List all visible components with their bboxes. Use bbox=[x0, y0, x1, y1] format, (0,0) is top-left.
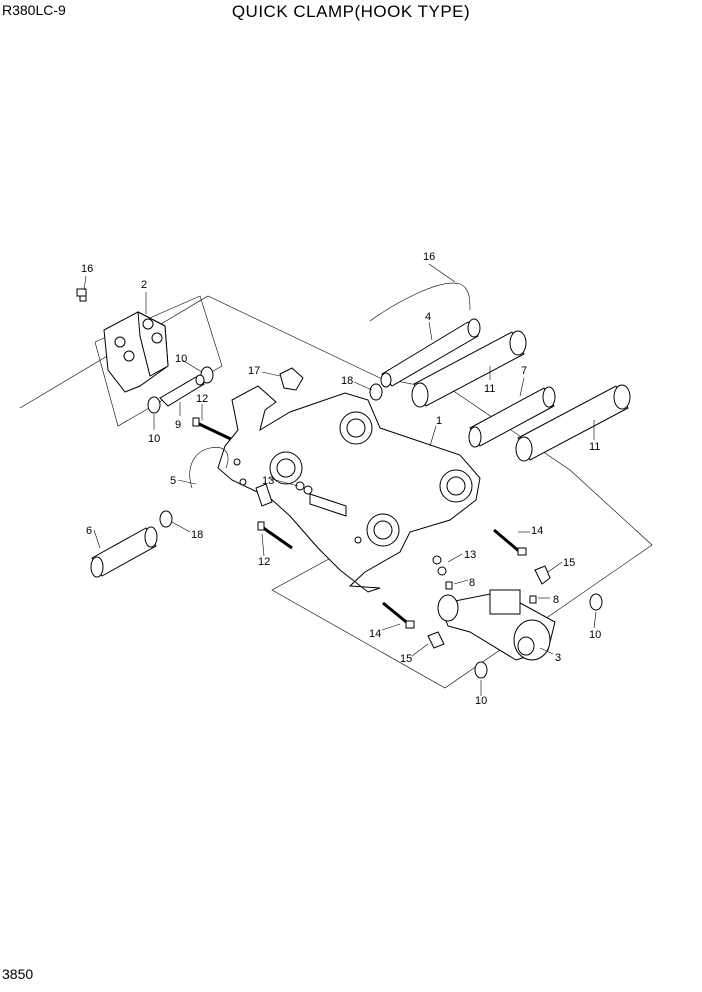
page-title: QUICK CLAMP(HOOK TYPE) bbox=[231, 2, 471, 21]
callout-14: 14 bbox=[369, 628, 381, 640]
o-ring-part-10-left bbox=[147, 396, 161, 414]
callout-3: 3 bbox=[555, 652, 561, 664]
callout-8: 16 bbox=[81, 263, 93, 275]
pin-part-6 bbox=[90, 526, 158, 578]
callout-17: 17 bbox=[248, 365, 260, 377]
hinge-bracket-box bbox=[94, 295, 223, 427]
model-number: R380LC-9 bbox=[2, 2, 66, 18]
bolt-part-14-lower bbox=[382, 601, 415, 629]
callout-5: 5 bbox=[170, 475, 176, 487]
hook-bracket-part-2 bbox=[103, 311, 169, 393]
callout-18: 18 bbox=[341, 375, 353, 387]
callout-1: 1 bbox=[436, 415, 442, 427]
pin-part-11-upper bbox=[411, 330, 527, 408]
callout-18: 18 bbox=[191, 529, 203, 541]
spacer-part-13 bbox=[255, 483, 273, 507]
callout-10: 10 bbox=[475, 695, 487, 707]
callout-6: 6 bbox=[86, 525, 92, 537]
elbow-fitting-part-15-lower bbox=[427, 631, 445, 649]
callout-16: 16 bbox=[423, 251, 435, 263]
wire-part-16 bbox=[369, 282, 471, 322]
callout-10: 10 bbox=[148, 433, 160, 445]
callout-10: 10 bbox=[175, 353, 187, 365]
left-assembly-box bbox=[19, 295, 653, 689]
cylinder-part-4 bbox=[380, 318, 481, 388]
callout-13: 13 bbox=[464, 549, 476, 561]
washer-part-13-left bbox=[295, 481, 313, 495]
bolt-part-14-upper bbox=[493, 528, 527, 556]
bolt-part-12-lower bbox=[257, 521, 293, 550]
callout-15: 15 bbox=[563, 557, 575, 569]
callout-8: 8 bbox=[553, 594, 559, 606]
callout-11: 11 bbox=[589, 441, 600, 453]
o-ring-part-10-bottom bbox=[474, 661, 488, 679]
callout-13: 13 bbox=[262, 475, 274, 487]
grease-nipple-part-8-right bbox=[529, 595, 537, 604]
hydraulic-cylinder-part-3 bbox=[437, 589, 556, 661]
callout-2: 2 bbox=[141, 279, 147, 291]
callout-10: 10 bbox=[589, 629, 601, 641]
lock-pin-part-5 bbox=[189, 447, 229, 489]
callout-14: 14 bbox=[531, 525, 543, 537]
callout-11: 11 bbox=[484, 383, 495, 395]
bolt-part-12-upper bbox=[192, 417, 236, 443]
page-number: 3850 bbox=[2, 966, 34, 982]
callout-8: 8 bbox=[469, 577, 475, 589]
o-ring-part-18-upper bbox=[369, 383, 383, 401]
callout-12: 12 bbox=[258, 556, 270, 568]
o-ring-part-10-right bbox=[589, 593, 603, 611]
elbow-fitting-part-15-upper bbox=[534, 565, 551, 585]
callout-7: 7 bbox=[521, 365, 527, 377]
pin-part-9 bbox=[159, 374, 205, 407]
leader-lines bbox=[83, 263, 597, 696]
pin-part-11-lower bbox=[515, 384, 631, 462]
grease-nipple-part-8 bbox=[76, 288, 87, 302]
callout-9: 9 bbox=[175, 419, 181, 431]
washer-part-13-right bbox=[432, 555, 447, 576]
callout-12: 12 bbox=[196, 393, 208, 405]
pin-part-7 bbox=[468, 386, 556, 448]
grease-nipple-part-8-left bbox=[445, 581, 453, 590]
callout-15: 15 bbox=[400, 653, 412, 665]
main-frame-part-1 bbox=[217, 385, 481, 593]
callout-4: 4 bbox=[425, 311, 431, 323]
wear-pad-part-17 bbox=[279, 367, 304, 391]
o-ring-part-18-lower bbox=[159, 510, 173, 528]
